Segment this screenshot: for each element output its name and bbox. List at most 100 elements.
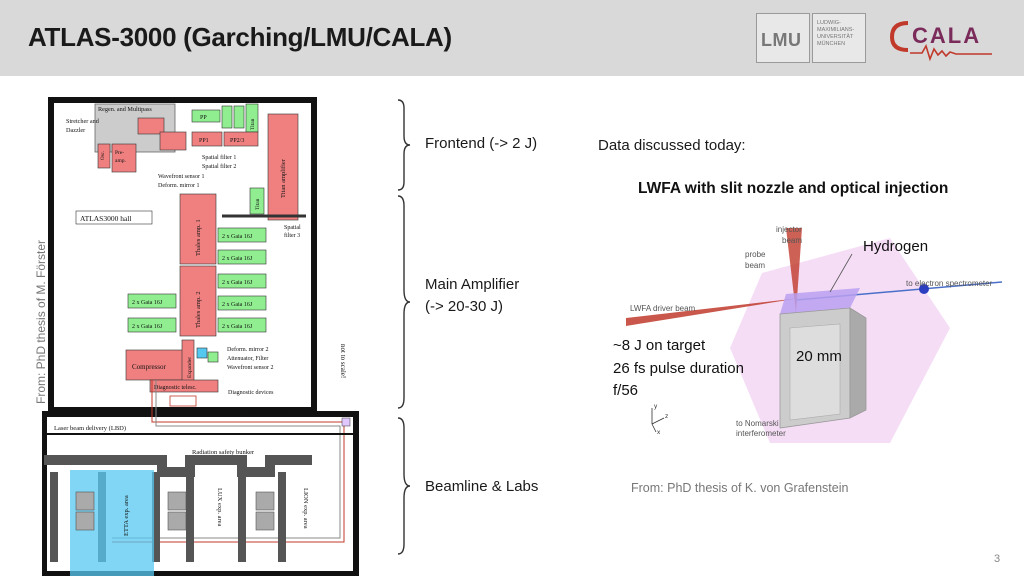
label-dm2: Deform. mirror 2 [227,346,269,353]
label-lion: LION exp. area [302,488,309,529]
label-injector-2: beam [782,236,802,245]
label-nomarski-1: to Nomarski [736,419,779,428]
label-hall: ATLAS3000 hall [80,214,131,223]
label-titan-small: Titan [255,198,261,210]
axis-y: y [654,403,658,410]
label-sf3b: filter 3 [284,232,300,239]
axis-z: z [665,413,668,420]
page-number: 3 [994,553,1001,565]
compressor-box [125,349,185,381]
svg-text:2 x Gaia 16J: 2 x Gaia 16J [222,234,253,240]
label-nomarski-2: interferometer [736,429,786,438]
gaia-box [217,295,267,311]
injector-beam [786,228,802,313]
label-pp23: PP2/3 [230,138,244,144]
thales-amp-2-box [179,265,217,337]
hall-wall [48,97,317,413]
gaia-box [127,317,177,333]
label-beamline: Beamline & Labs [425,478,539,495]
label-not-to-scale: not to scale! [339,344,347,378]
target-duration: 26 fs pulse duration [613,359,744,377]
label-diag-telesc: Diagnostic telesc. [154,385,197,391]
brace-main-amplifier [397,195,411,409]
label-pp1: PP1 [199,138,209,144]
label-sf1: Spatial filter 1 [202,154,236,161]
brace-frontend [397,99,411,191]
cala-logo-text: CALA [912,23,981,48]
gaia-box [217,317,267,333]
label-attenuator: Attenuator, Filter [227,356,268,362]
regen-box [137,117,165,135]
label-thales-1: Thales amp. 1 [195,219,202,256]
data-heading: Data discussed today: [598,137,746,154]
svg-text:2 x Gaia 16J: 2 x Gaia 16J [222,256,253,262]
gaia-box [127,293,177,309]
pp-box [191,109,221,123]
lwfa-illustration: injector beam probe beam to electron spe… [626,225,1003,443]
label-probe-2: beam [745,261,765,270]
label-lbd: Laser beam delivery (LBD) [54,425,126,432]
label-pp: PP [200,115,207,121]
lmu-logo-letters: LMU [761,30,802,50]
label-compressor: Compressor [132,363,167,371]
gaia-box [217,227,267,243]
svg-text:2 x Gaia 16J: 2 x Gaia 16J [222,324,253,330]
driver-beam [626,298,800,326]
titan-small-box [249,187,265,215]
osc-box [97,143,111,169]
electron-bunch [919,284,929,294]
header-bar: ATLAS-3000 (Garching/LMU/CALA) LMU LUDWI… [0,0,1024,76]
label-bunker: Radiation safety bunker [192,449,255,456]
label-sf3a: Spatial [284,225,301,231]
label-probe-1: probe [745,250,766,259]
label-osc: Osc. [101,151,106,160]
label-ws1: Wavefront sensor 1 [158,173,205,180]
hydrogen-cloud [780,288,860,314]
lwfa-title: LWFA with slit nozzle and optical inject… [638,180,949,197]
cala-logo: CALA [889,21,992,62]
svg-text:2 x Gaia 16J: 2 x Gaia 16J [222,302,253,308]
gaia-box [217,273,267,289]
label-hydrogen: Hydrogen [863,238,929,255]
label-lux: LUX exp. area [216,488,223,527]
label-etta: ETTA exp. area [123,495,130,536]
target-parameters: ~8 J on target 26 fs pulse duration f/56 [613,335,744,403]
label-ws2: Wavefront sensor 2 [227,364,274,371]
lmu-logo-text-box: LUDWIG- MAXIMILIANS- UNIVERSITÄT MÜNCHEN [812,13,866,63]
label-main-amplifier: Main Amplifier (-> 20-30 J) [425,274,519,318]
titan-amp-box [267,113,299,221]
label-nozzle-width: 20 mm [796,348,842,365]
label-frontend: Frontend (-> 2 J) [425,135,538,152]
slide-title: ATLAS-3000 (Garching/LMU/CALA) [28,22,452,52]
diag-telesc-box [149,379,219,393]
label-to-spectrometer: to electron spectrometer [906,279,993,288]
svg-text:2 x Gaia 16J: 2 x Gaia 16J [132,300,163,306]
pp23-box [223,131,259,147]
label-injector-1: injector [776,225,802,234]
pre-amp-box [111,143,137,173]
bunker-wall [42,411,359,576]
label-dazzler: Dazzler [66,127,85,134]
label-stretcher: Stretcher and [66,118,100,125]
label-dm3: Deform. mirror 3 [250,409,292,416]
gaia-box [217,249,267,265]
label-main-amplifier-line1: Main Amplifier [425,276,520,293]
hydrogen-pointer [829,253,853,293]
svg-text:2 x Gaia 16J: 2 x Gaia 16J [222,280,253,286]
label-pre-amp: Pre- [115,150,124,156]
label-driver: LWFA driver beam [630,304,696,313]
label-expander: Expander [187,357,193,378]
pp1-box [191,131,223,147]
thales-amp-1-box [179,193,217,265]
label-thales-2: Thales amp. 2 [195,291,202,328]
label-titan-amp: Titan amplifier [280,158,287,198]
label-regen: Regen. and Multipass [98,106,152,113]
svg-text:amp.: amp. [115,158,126,164]
credit-bottom: From: PhD thesis of K. von Grafenstein [631,481,849,495]
target-fnumber: f/56 [613,382,639,399]
lmu-logo: LMU [756,13,810,63]
label-dm1: Deform. mirror 1 [158,182,200,189]
lmu-logo-text: LUDWIG- MAXIMILIANS- UNIVERSITÄT MÜNCHEN [817,20,855,47]
label-titan-top: Titan [250,118,256,130]
target-energy: ~8 J on target [613,337,706,354]
